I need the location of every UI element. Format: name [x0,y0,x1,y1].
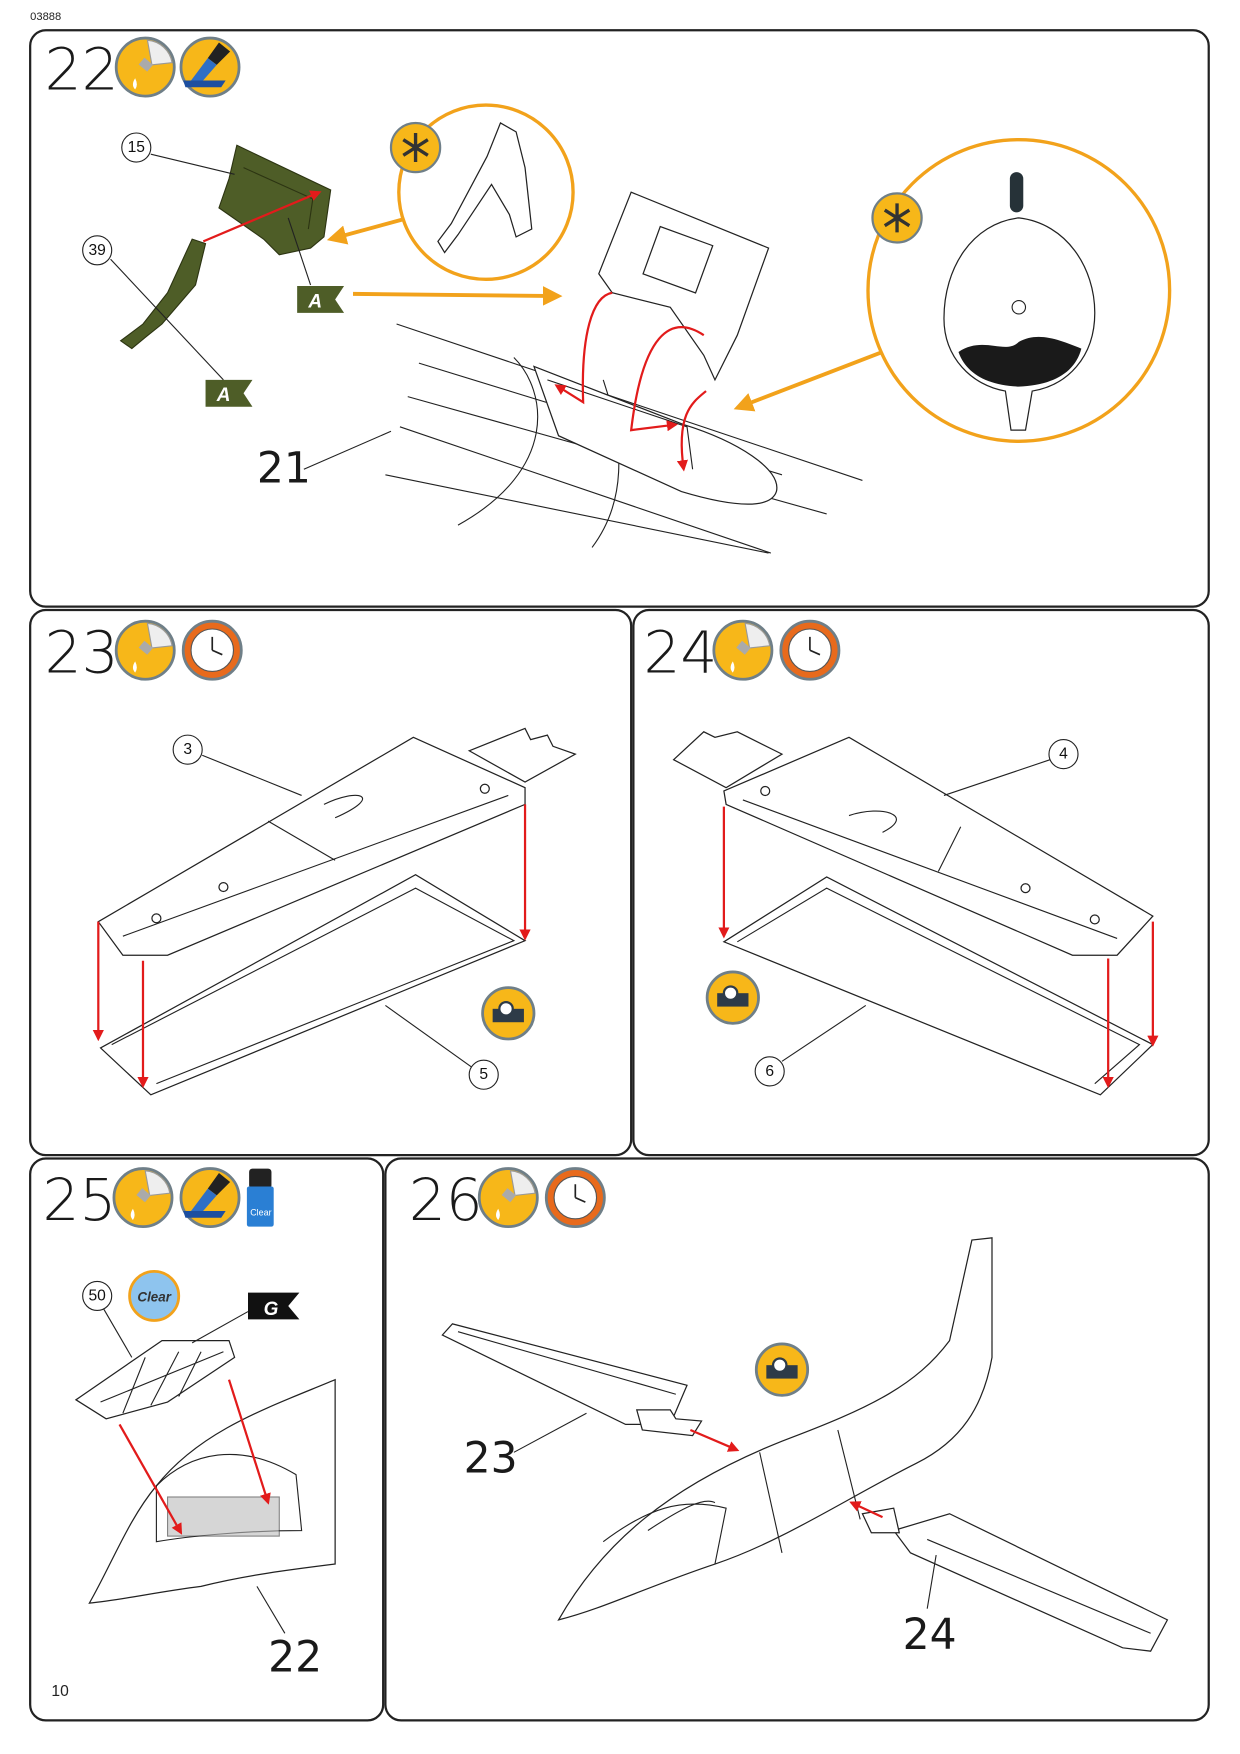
lever-part-39 [119,238,207,350]
callout-39: 39 [88,242,105,259]
svg-text:Clear: Clear [137,1290,171,1305]
assembled-fuselage [557,1237,993,1621]
glue-icon [477,1167,539,1229]
step-number: 25 [42,1166,116,1234]
clock-icon [544,1167,606,1229]
lever-detail [437,122,533,254]
asterisk-icon [389,121,442,174]
tape-icon [705,970,760,1025]
clear-glue-bottle-icon: Clear [246,1168,274,1227]
glue-icon [712,619,774,681]
clock-icon [779,619,841,681]
right-wing-part-24 [861,1507,1169,1652]
svg-text:A: A [307,291,322,312]
step-number: 24 [643,619,717,687]
wing-lower-part-5 [99,874,527,1096]
page-number: 10 [51,1683,69,1700]
part-label-23: 23 [464,1434,518,1483]
asterisk-icon [870,191,924,245]
svg-text:A: A [216,385,231,406]
part-label-21: 21 [257,445,311,494]
step-number: 22 [45,35,119,103]
callout-6: 6 [765,1063,774,1080]
fuselage-part-21 [385,323,863,554]
wing-upper-part-3 [97,727,577,956]
canopy-part-50 [74,1339,236,1420]
seat-frame [598,191,770,382]
step-number: 23 [45,619,119,687]
paint-flag-a: A [297,286,345,313]
step-22-panel [29,29,1210,608]
wing-upper-part-4 [672,731,1154,956]
left-wing-part-23 [441,1323,703,1437]
clock-icon [181,619,243,681]
part-label-22: 22 [268,1633,322,1682]
callout-50: 50 [88,1287,106,1304]
callout-15: 15 [128,139,146,156]
clear-paint-badge: Clear [128,1269,181,1322]
paint-flag-a: A [205,379,253,407]
callout-3: 3 [183,741,192,758]
fuselage-part-22 [88,1378,336,1604]
paint-brush-icon [179,1167,241,1229]
step-number: 26 [409,1166,483,1234]
glue-icon [114,36,176,98]
svg-text:G: G [264,1299,279,1320]
glue-icon [114,619,176,681]
tape-icon [481,986,536,1041]
svg-text:Clear: Clear [250,1207,271,1217]
tape-icon [754,1342,810,1397]
part-label-24: 24 [903,1611,957,1660]
callout-4: 4 [1059,746,1068,763]
detail-pin [1009,172,1024,213]
callout-5: 5 [479,1066,488,1083]
glue-icon [112,1167,174,1229]
paint-brush-icon [179,36,241,98]
page-code: 03888 [30,11,61,23]
paint-flag-g: G [248,1292,300,1320]
